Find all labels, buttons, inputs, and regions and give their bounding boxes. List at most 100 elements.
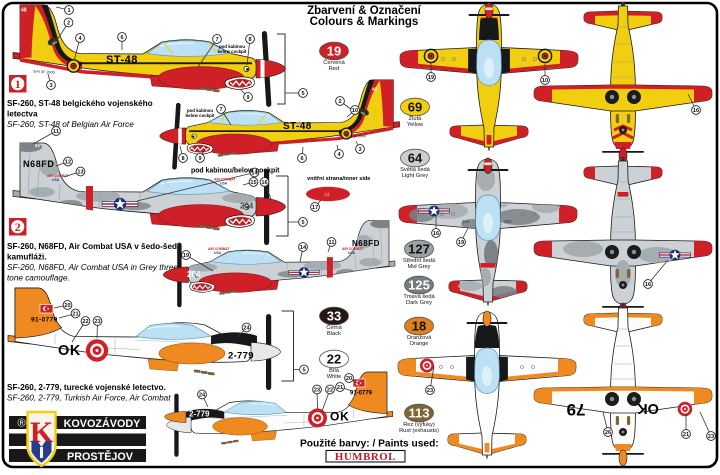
svg-text:Yellow: Yellow [407, 122, 424, 128]
svg-text:04: 04 [324, 193, 330, 199]
svg-text:pod kabinou: pod kabinou [187, 108, 213, 113]
svg-text:18: 18 [412, 319, 426, 334]
svg-text:Černá: Černá [326, 324, 342, 331]
svg-text:26: 26 [605, 430, 611, 436]
svg-text:KOVOZÁVODY: KOVOZÁVODY [64, 417, 142, 430]
svg-text:64: 64 [408, 151, 423, 166]
svg-text:1: 1 [15, 77, 21, 91]
svg-text:Oranžová: Oranžová [407, 335, 432, 341]
svg-text:Červená: Červená [323, 59, 345, 66]
svg-text:10: 10 [542, 78, 548, 84]
svg-text:23: 23 [94, 319, 100, 325]
svg-text:79: 79 [567, 400, 586, 419]
svg-text:pod kabinou: pod kabinou [219, 44, 245, 49]
svg-text:22: 22 [327, 388, 333, 394]
svg-text:SF-260, 2-779, Turkish Air For: SF-260, 2-779, Turkish Air Force, Air Co… [7, 394, 171, 403]
svg-text:Dark Grey: Dark Grey [406, 300, 432, 306]
svg-text:White: White [327, 374, 342, 380]
svg-text:below cockpit: below cockpit [185, 113, 215, 118]
svg-text:19: 19 [428, 75, 434, 81]
svg-text:Tmavá šedá: Tmavá šedá [403, 294, 435, 300]
svg-text:204: 204 [462, 219, 470, 224]
svg-text:Střední šedá: Střední šedá [403, 258, 436, 264]
svg-text:ST-48: ST-48 [106, 54, 138, 66]
svg-text:22: 22 [327, 352, 341, 367]
svg-text:17: 17 [312, 205, 318, 211]
svg-text:6: 6 [120, 35, 123, 41]
svg-text:ST-48: ST-48 [283, 121, 312, 132]
svg-text:19: 19 [183, 253, 189, 259]
svg-text:7: 7 [215, 37, 218, 43]
svg-text:16: 16 [433, 231, 439, 237]
svg-text:USA: USA [52, 178, 60, 182]
svg-text:SIAI SF 260D: SIAI SF 260D [33, 70, 56, 75]
svg-text:Žlutá: Žlutá [409, 114, 422, 122]
svg-text:SF-260, ST-48 belgického vojen: SF-260, ST-48 belgického vojenského [7, 99, 153, 108]
svg-text:Rez (výfuky): Rez (výfuky) [403, 422, 435, 428]
svg-text:N68FD: N68FD [23, 159, 55, 169]
svg-text:04: 04 [35, 143, 40, 148]
svg-text:3: 3 [49, 83, 52, 89]
svg-text:OK: OK [637, 400, 659, 416]
svg-text:OK: OK [58, 343, 81, 359]
svg-text:®: ® [18, 418, 26, 430]
svg-text:tone camouflage.: tone camouflage. [7, 274, 70, 283]
svg-text:21: 21 [683, 432, 689, 438]
svg-text:vnitřní strana/inner side: vnitřní strana/inner side [307, 176, 370, 182]
svg-text:Red: Red [329, 66, 339, 72]
svg-text:48: 48 [21, 8, 27, 14]
svg-text:SF-260, N68FD, Air Combat USA: SF-260, N68FD, Air Combat USA v šedo-šed… [7, 242, 182, 251]
svg-text:AIR COMBAT: AIR COMBAT [208, 247, 230, 251]
svg-text:19: 19 [458, 240, 464, 246]
svg-text:125: 125 [408, 278, 430, 293]
svg-text:Zbarvení & Označení: Zbarvení & Označení [307, 5, 422, 17]
svg-text:2: 2 [15, 220, 21, 234]
svg-text:Světlá šedá: Světlá šedá [400, 167, 431, 173]
svg-text:23: 23 [708, 434, 714, 440]
svg-text:AIR COMBAT: AIR COMBAT [47, 174, 69, 178]
svg-text:91-0779: 91-0779 [31, 317, 58, 324]
svg-text:24: 24 [243, 326, 250, 332]
svg-text:SIAI SF 260D: SIAI SF 260D [346, 134, 367, 139]
svg-text:14: 14 [251, 171, 258, 177]
svg-text:23: 23 [314, 388, 320, 394]
svg-text:16: 16 [645, 282, 651, 288]
svg-text:16: 16 [261, 180, 267, 186]
svg-text:Mid Grey: Mid Grey [407, 264, 430, 270]
svg-text:5: 5 [302, 368, 305, 374]
svg-text:SF-260, 2-779, turecké vojensk: SF-260, 2-779, turecké vojenské letectvo… [7, 383, 166, 392]
svg-text:AIR COMBAT: AIR COMBAT [214, 178, 236, 182]
svg-text:69: 69 [408, 100, 422, 115]
svg-text:USA: USA [220, 182, 228, 186]
svg-text:Použité barvy: / Paints used:: Použité barvy: / Paints used: [300, 439, 439, 450]
svg-text:HUMBROL: HUMBROL [335, 451, 396, 463]
svg-text:USA: USA [214, 251, 222, 255]
svg-text:21: 21 [72, 312, 78, 318]
svg-text:204: 204 [240, 202, 254, 211]
svg-text:pod kabinou/below cockpit: pod kabinou/below cockpit [191, 168, 280, 175]
svg-text:113: 113 [409, 406, 430, 421]
svg-text:Bílá: Bílá [329, 368, 340, 374]
svg-text:kamufláži.: kamufláži. [7, 253, 47, 262]
svg-text:letectva: letectva [7, 110, 38, 119]
svg-text:PROSTĚJOV: PROSTĚJOV [67, 450, 134, 463]
svg-text:4: 4 [78, 36, 82, 42]
svg-text:11: 11 [53, 129, 59, 135]
svg-text:below cockpit: below cockpit [217, 49, 247, 54]
svg-text:23: 23 [427, 388, 433, 394]
svg-text:N68FD: N68FD [352, 239, 380, 248]
svg-text:3: 3 [358, 147, 361, 153]
svg-text:127: 127 [408, 242, 430, 257]
svg-text:9: 9 [246, 95, 249, 101]
svg-text:204: 204 [504, 219, 512, 224]
svg-text:Light Grey: Light Grey [402, 173, 428, 179]
svg-text:20: 20 [346, 376, 352, 382]
svg-text:2-779: 2-779 [189, 410, 210, 419]
svg-text:11: 11 [329, 240, 335, 246]
svg-text:5: 5 [301, 220, 304, 226]
svg-text:21: 21 [337, 385, 343, 391]
svg-text:7: 7 [219, 107, 222, 113]
svg-text:Rust (exhausts): Rust (exhausts) [399, 428, 439, 434]
svg-text:48: 48 [372, 87, 378, 92]
svg-text:1: 1 [67, 8, 70, 14]
